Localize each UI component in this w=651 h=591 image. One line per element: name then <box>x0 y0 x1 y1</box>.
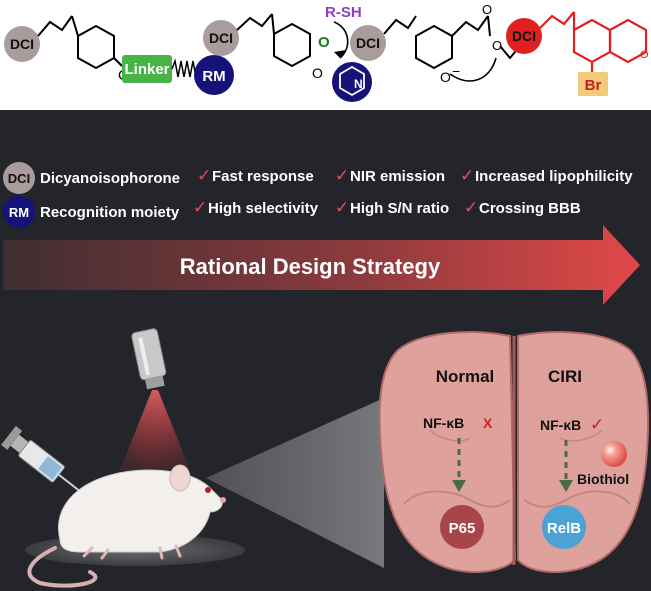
cyclization-arrow <box>449 57 497 82</box>
dci-circle-3 <box>350 25 386 61</box>
pyridine-ring <box>339 65 365 97</box>
check-icon: ✓ <box>335 166 349 185</box>
dci-circle-1 <box>4 26 40 62</box>
ciri-nfkb-label: NF-κB <box>540 417 581 433</box>
legend-rm-badge <box>3 196 35 228</box>
check-icon: ✓ <box>590 415 604 434</box>
feature-item: High selectivity <box>208 200 319 217</box>
dci-circle-2 <box>203 20 239 56</box>
pyridine-nitrogen: N <box>354 77 363 91</box>
mouse-nose <box>220 497 226 503</box>
brain-illustration: Normal CIRI NF-κB X NF-κB ✓ P65 RelB Bio… <box>378 331 650 573</box>
dci-label-1: DCI <box>10 36 34 52</box>
rm-label: RM <box>202 68 225 85</box>
biothiol-sphere <box>601 441 627 467</box>
legend-dci-badge-text: DCI <box>8 171 30 186</box>
relb-circle <box>542 505 586 549</box>
reaction-intermediate: DCI O O R-SH N <box>203 4 372 102</box>
feature-item: Fast response <box>212 168 314 185</box>
attack-arrow-1 <box>333 21 349 59</box>
phenolate-oxygen: O <box>440 69 451 85</box>
feature-item: High S/N ratio <box>350 200 449 217</box>
ciri-title: CIRI <box>548 367 582 386</box>
mouse-illustration <box>27 464 226 588</box>
linker-box <box>122 55 172 83</box>
phenyl-ring-2 <box>273 22 311 68</box>
feature-item: Crossing BBB <box>479 200 581 217</box>
coumarin-ring-b <box>608 18 648 64</box>
dci-label-product: DCI <box>512 28 536 44</box>
probe-structure: DCI O Linker RM <box>4 15 234 95</box>
check-icon: ✓ <box>335 198 349 217</box>
spring-icon <box>171 58 200 80</box>
legend-rm-text: Recognition moiety <box>40 204 180 221</box>
check-icon: ✓ <box>464 198 478 217</box>
top-scheme-band <box>0 0 651 110</box>
normal-nfkb-label: NF-κB <box>423 415 464 431</box>
check-icon: ✓ <box>193 198 207 217</box>
relb-label: RelB <box>547 520 581 537</box>
vinyl-bond-1 <box>37 15 73 37</box>
mouse-feet <box>82 544 182 560</box>
mouse-tail <box>27 546 98 588</box>
r-sh-reagent: R-SH <box>325 4 362 21</box>
design-strategy-arrow: Rational Design Strategy <box>3 225 640 305</box>
phenyl-ring-3 <box>415 24 453 70</box>
legend: DCI Dicyanoisophorone RM Recognition moi… <box>3 162 180 228</box>
brain-left-hemisphere <box>378 331 517 573</box>
syringe-icon <box>1 425 85 496</box>
check-icon: ✓ <box>460 166 474 185</box>
feature-item: NIR emission <box>350 168 445 185</box>
legend-rm-badge-text: RM <box>9 205 29 220</box>
phenolate-intermediate: DCI O − O O <box>350 2 521 85</box>
brain-zoom-cone <box>206 398 384 568</box>
green-oxygen: O <box>318 34 330 51</box>
linker-label: Linker <box>124 61 169 78</box>
feature-list: ✓ Fast response ✓ NIR emission ✓ Increas… <box>193 166 633 217</box>
biothiol-label: Biothiol <box>577 471 629 487</box>
legend-dci-badge <box>3 162 35 194</box>
light-source-icon <box>131 328 167 390</box>
arrow-label: Rational Design Strategy <box>180 254 441 279</box>
ether-oxygen-2: O <box>312 65 323 81</box>
dci-label-3: DCI <box>356 35 380 51</box>
dci-circle-product <box>506 18 542 54</box>
svg-text:−: − <box>452 63 460 79</box>
svg-text:O: O <box>482 2 492 17</box>
normal-title: Normal <box>436 367 495 386</box>
bromo-box <box>578 72 608 96</box>
feature-item: Increased lipophilicity <box>475 168 633 185</box>
fluorescent-product: DCI O Br <box>506 11 649 96</box>
excitation-light-beam <box>120 390 190 470</box>
cross-icon: X <box>483 415 493 431</box>
p65-circle <box>440 505 484 549</box>
arrow-shape <box>3 225 640 305</box>
svg-text:O: O <box>492 38 502 53</box>
check-icon: ✓ <box>197 166 211 185</box>
bromo-label: Br <box>585 77 602 94</box>
p65-label: P65 <box>449 520 476 537</box>
legend-dci-text: Dicyanoisophorone <box>40 170 180 187</box>
rm-circle <box>194 55 234 95</box>
mouse-eye <box>205 487 211 493</box>
dci-label-2: DCI <box>209 30 233 46</box>
mouse-ear <box>169 464 191 492</box>
svg-text:O: O <box>640 49 649 61</box>
